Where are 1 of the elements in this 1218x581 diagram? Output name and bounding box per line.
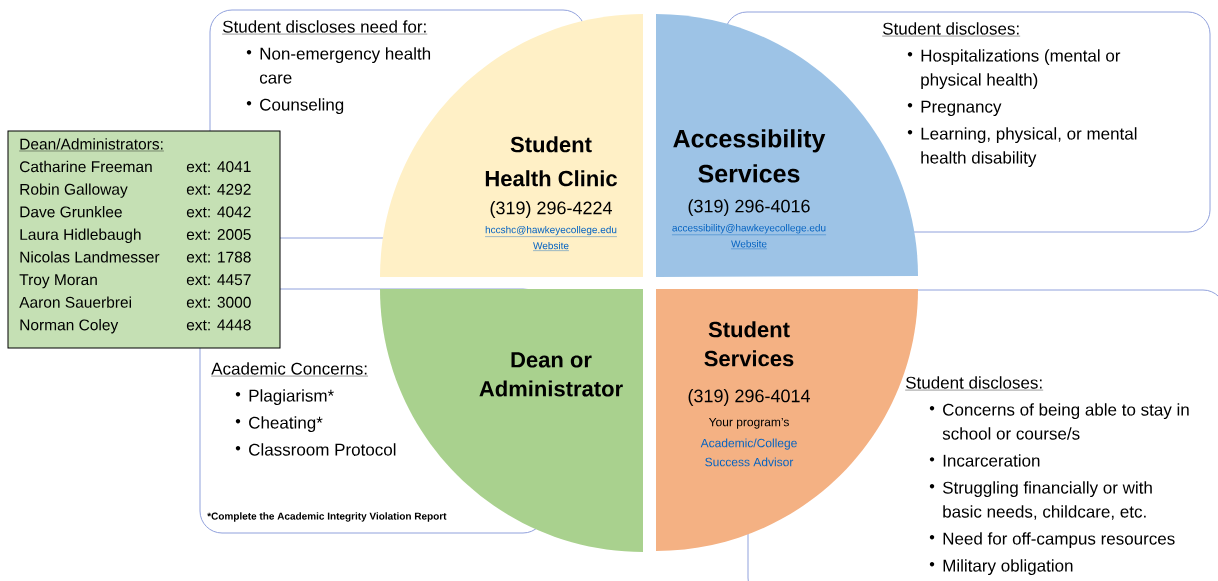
contact-list-box: Dean/Administrators: Catharine Freeman ext: 4041 Robin Galloway ext: 4292 Dave Grunklee ext: 4042 Laura Hidlebaugh ext: 2005 Nicolas Landmesser ext: 1788 Troy Moran ext: 4457 Aaron Sauerbrei ext: 3000 Norman Coley ext: 4448 (7, 130, 281, 349)
